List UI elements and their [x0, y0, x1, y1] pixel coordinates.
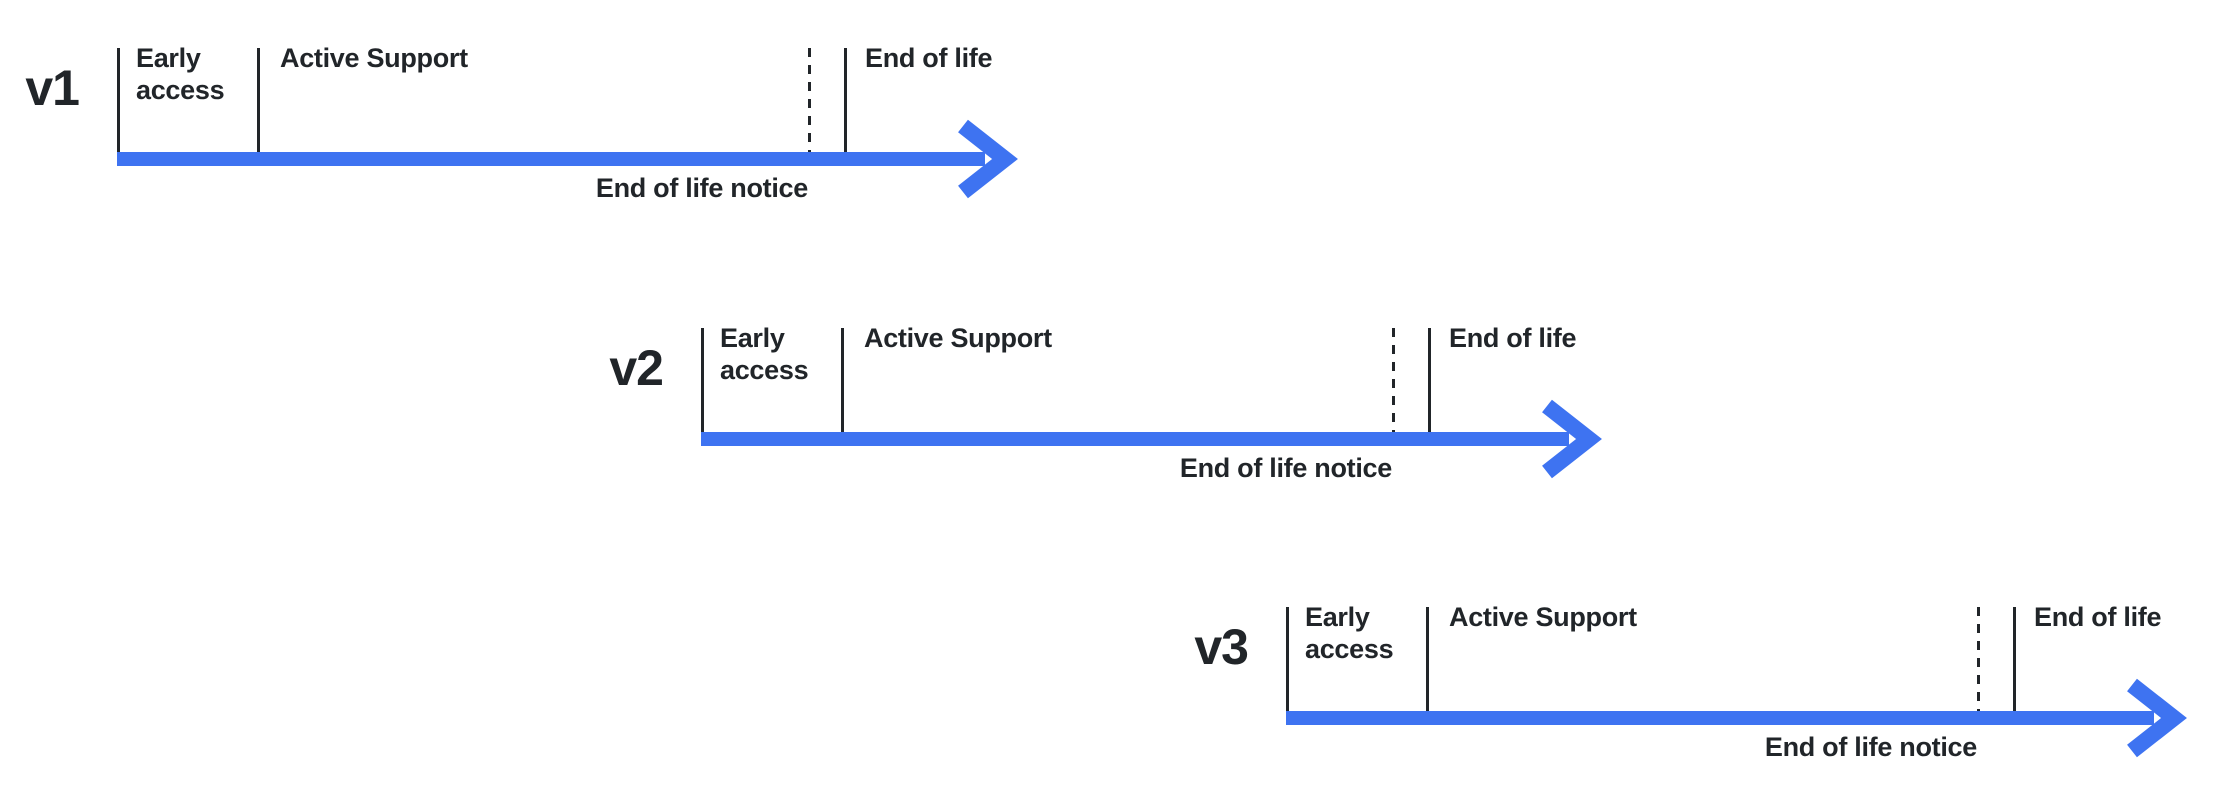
active-support-label: Active Support — [864, 323, 1052, 353]
end-of-life-label: End of life — [1449, 323, 1577, 353]
end-of-life-label: End of life — [865, 43, 993, 73]
active-support-label: Active Support — [280, 43, 468, 73]
timeline-arrow-graphic — [1286, 607, 2187, 758]
end-of-life-notice-label: End of life notice — [1764, 732, 1977, 762]
arrow-right-icon — [958, 119, 1018, 199]
arrow-right-icon — [1542, 399, 1602, 479]
timeline-bar — [701, 432, 1569, 446]
timeline-arrow-graphic — [117, 48, 1018, 199]
timeline-bar — [1286, 711, 2154, 725]
early-access-label: Early access — [1305, 602, 1394, 664]
end-of-life-notice-label: End of life notice — [595, 173, 808, 203]
end-of-life-notice-label: End of life notice — [1179, 453, 1392, 483]
timeline-bar — [117, 152, 985, 166]
timeline-v2: v2 Early access Active Support End of li… — [609, 323, 1621, 508]
active-support-label: Active Support — [1449, 602, 1637, 632]
timeline-v1: v1 Early access Active Support End of li… — [25, 43, 1037, 228]
version-label: v1 — [25, 60, 80, 116]
end-of-life-label: End of life — [2034, 602, 2162, 632]
early-access-label: Early access — [720, 323, 809, 385]
version-label: v3 — [1194, 619, 1249, 675]
timeline-v3: v3 Early access Active Support End of li… — [1194, 602, 2206, 787]
early-access-label: Early access — [136, 43, 225, 105]
version-label: v2 — [609, 340, 664, 396]
arrow-right-icon — [2127, 678, 2187, 758]
timeline-arrow-graphic — [701, 328, 1602, 479]
